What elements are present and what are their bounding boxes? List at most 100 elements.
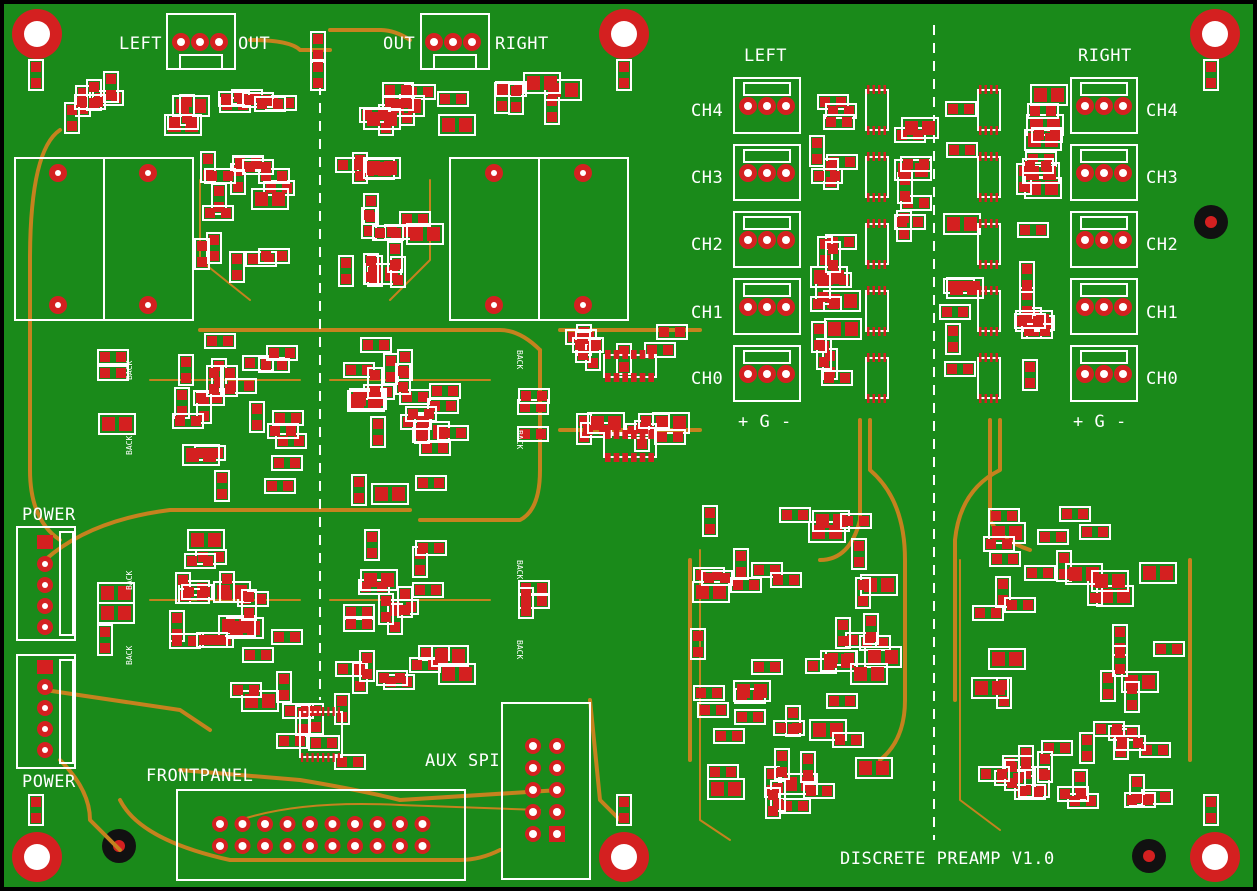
fiducial <box>102 829 136 863</box>
smd-component <box>971 677 1009 699</box>
smd-component <box>494 82 510 114</box>
smd-component <box>945 101 977 117</box>
mounting-hole <box>12 9 62 59</box>
right-ch2-label: CH2 <box>1146 235 1178 255</box>
ic-chip <box>865 152 889 202</box>
smd-component <box>733 680 771 702</box>
smd-component <box>1203 794 1219 826</box>
smd-component <box>437 425 469 441</box>
smd-component <box>334 754 366 770</box>
left-ch1-label: CH1 <box>691 303 723 323</box>
smd-component <box>97 349 129 365</box>
smd-component <box>1037 529 1069 545</box>
smd-component <box>734 709 766 725</box>
smd-component <box>826 693 858 709</box>
smd-component <box>431 645 469 667</box>
mounting-hole <box>599 9 649 59</box>
smd-component <box>97 582 135 604</box>
smd-component <box>832 732 864 748</box>
header-pin <box>549 804 565 820</box>
smd-component <box>702 505 718 537</box>
smd-component <box>811 168 843 184</box>
input-connector <box>733 77 801 134</box>
header-pin <box>549 826 565 842</box>
power-label-top: POWER <box>22 505 76 525</box>
left-ch0-label: CH0 <box>691 369 723 389</box>
smd-component <box>855 577 871 609</box>
ic-chip <box>865 286 889 336</box>
smd-component <box>811 321 827 353</box>
mounting-hole <box>1190 9 1240 59</box>
smd-component <box>308 735 340 751</box>
smd-component <box>812 510 850 532</box>
smd-component <box>194 238 210 270</box>
back-label: BACK <box>515 640 524 659</box>
input-heading-left: LEFT <box>744 46 787 66</box>
back-label: BACK <box>125 571 134 590</box>
header-pin <box>257 838 273 854</box>
smd-component <box>242 647 274 663</box>
smd-component <box>395 363 411 395</box>
header-pin <box>257 816 273 832</box>
smd-component <box>770 572 802 588</box>
header-pin <box>347 838 363 854</box>
header-pin <box>212 816 228 832</box>
output-connector-right <box>420 13 490 70</box>
ic-chip <box>865 353 889 403</box>
smd-component <box>363 108 401 130</box>
smd-component <box>638 413 670 429</box>
smd-component <box>1079 732 1095 764</box>
smd-component <box>945 323 961 355</box>
header-pin <box>549 738 565 754</box>
smd-component <box>178 354 194 386</box>
smd-component <box>1057 786 1089 802</box>
left-polarity-label: + G - <box>738 412 792 432</box>
smd-component <box>251 188 289 210</box>
smd-component <box>1112 645 1128 677</box>
smd-component <box>387 241 403 273</box>
smd-component <box>656 324 688 340</box>
smd-component <box>204 333 236 349</box>
input-connector <box>733 345 801 402</box>
header-pin <box>234 838 251 854</box>
smd-component <box>713 728 745 744</box>
smd-component <box>978 766 1010 782</box>
smd-component <box>103 71 119 103</box>
smd-component <box>1093 721 1125 737</box>
ic-chip <box>865 85 889 135</box>
smd-component <box>939 304 971 320</box>
smd-component <box>825 103 857 119</box>
smd-component <box>271 455 303 471</box>
smd-component <box>361 207 377 239</box>
smd-component <box>803 783 835 799</box>
header-pin <box>324 816 341 832</box>
ic-chip <box>603 430 657 462</box>
back-label: BACK <box>125 436 134 455</box>
mounting-hole <box>1190 832 1240 882</box>
smd-component <box>701 570 733 586</box>
smd-component <box>821 370 853 386</box>
smd-component <box>258 248 290 264</box>
header-pin <box>525 760 541 776</box>
smd-component <box>517 399 549 415</box>
output-connector-left <box>166 13 236 70</box>
smd-component <box>264 478 296 494</box>
mounting-hole <box>599 832 649 882</box>
power-connector-top <box>16 526 76 641</box>
smd-component <box>988 648 1026 670</box>
frontpanel-header <box>176 789 466 881</box>
header-pin <box>525 782 541 798</box>
smd-component <box>1124 681 1140 713</box>
smd-component <box>751 659 783 675</box>
input-connector <box>733 144 801 201</box>
mounting-hole <box>12 832 62 882</box>
smd-component <box>825 241 841 273</box>
smd-component <box>429 383 461 399</box>
smd-component <box>946 142 978 158</box>
header-pin <box>525 804 541 820</box>
input-connectors <box>733 77 1138 402</box>
smd-component <box>1059 506 1091 522</box>
smd-components <box>28 31 1219 826</box>
smd-component <box>267 423 299 439</box>
label-left-output: LEFT <box>119 34 162 54</box>
